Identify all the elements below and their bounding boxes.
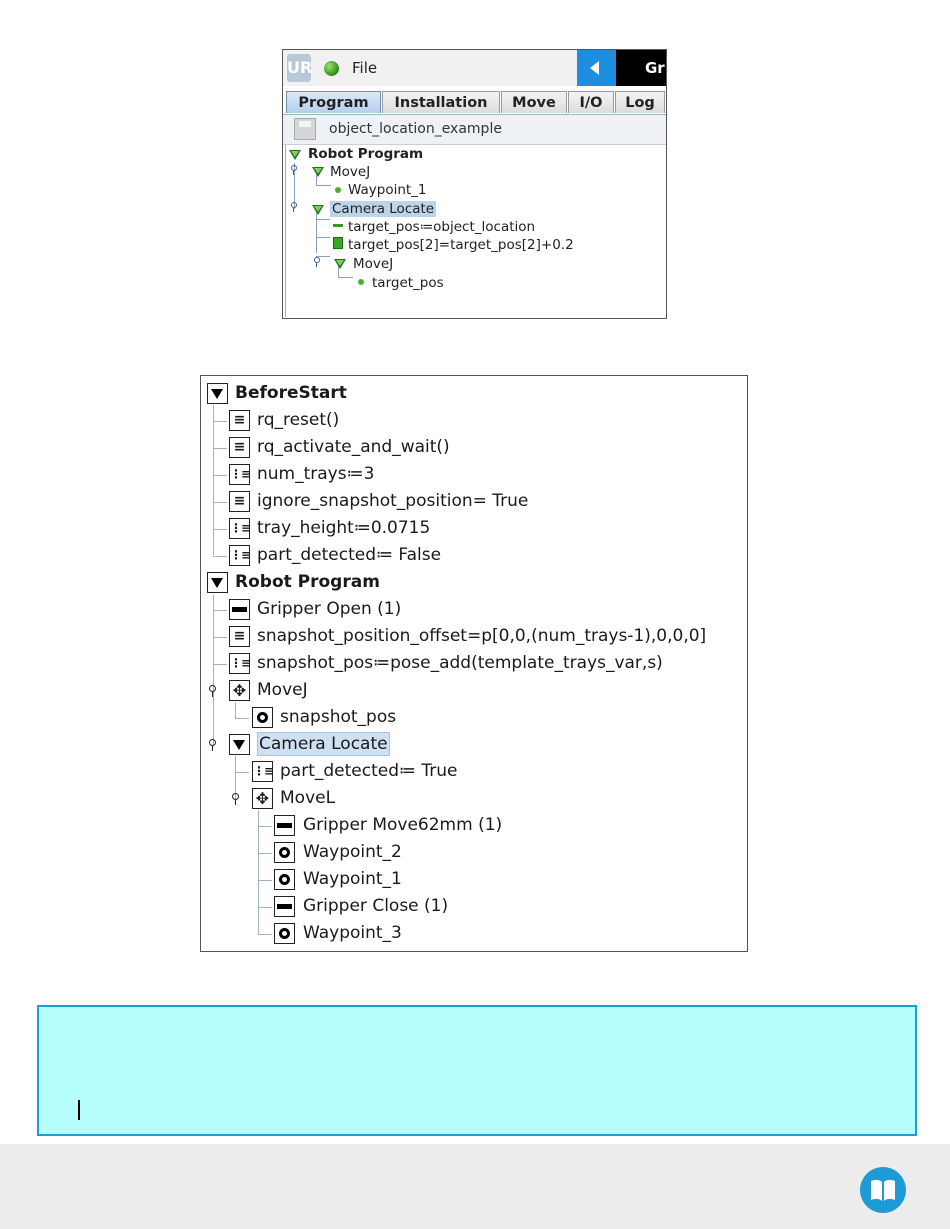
breakpoint-pin-icon[interactable] bbox=[291, 202, 297, 212]
ur-program-panel: UR File Gr Program Installation Move I/O… bbox=[282, 49, 667, 319]
save-disk-icon[interactable] bbox=[294, 118, 316, 140]
tree-item-assignment[interactable]: part_detected≔ False bbox=[257, 545, 442, 565]
page-footer bbox=[0, 1144, 950, 1229]
tree-item-waypoint[interactable]: Waypoint_2 bbox=[303, 842, 402, 862]
assignment-icon bbox=[229, 464, 250, 485]
tree-item-script[interactable]: target_pos[2]=target_pos[2]+0.2 bbox=[348, 237, 574, 253]
breakpoint-pin-icon[interactable] bbox=[314, 257, 320, 267]
script-icon bbox=[229, 410, 250, 431]
script-icon bbox=[229, 491, 250, 512]
gripper-icon bbox=[229, 599, 250, 620]
tab-bar: Program Installation Move I/O Log bbox=[283, 86, 666, 115]
book-icon[interactable] bbox=[860, 1167, 906, 1213]
waypoint-icon bbox=[358, 279, 364, 285]
tab-log[interactable]: Log bbox=[615, 91, 665, 113]
globe-icon bbox=[324, 61, 339, 76]
script-icon bbox=[229, 626, 250, 647]
ur-top-bar: UR File Gr bbox=[283, 50, 666, 86]
tree-item-movej[interactable]: MoveJ bbox=[257, 680, 308, 700]
assignment-icon bbox=[252, 761, 273, 782]
tree-item-waypoint[interactable]: Waypoint_1 bbox=[348, 182, 427, 198]
tab-program[interactable]: Program bbox=[286, 91, 381, 113]
tree-item-waypoint[interactable]: Waypoint_1 bbox=[303, 869, 402, 889]
file-menu[interactable]: File bbox=[352, 59, 378, 77]
waypoint-icon bbox=[274, 869, 295, 890]
assignment-icon bbox=[229, 518, 250, 539]
tree-item-movej[interactable]: MoveJ bbox=[353, 256, 394, 272]
tree-item-movej[interactable]: MoveJ bbox=[330, 164, 371, 180]
move-icon bbox=[252, 788, 273, 809]
waypoint-icon bbox=[252, 707, 273, 728]
assignment-icon bbox=[229, 653, 250, 674]
gripper-icon bbox=[274, 815, 295, 836]
tree-item-assignment[interactable]: num_trays≔3 bbox=[257, 464, 375, 484]
tree-item-robot-program[interactable]: Robot Program bbox=[308, 146, 424, 162]
tree-item-gripper[interactable]: Gripper Open (1) bbox=[257, 599, 402, 619]
header-right-label: Gr bbox=[616, 50, 666, 86]
gripper-icon bbox=[274, 896, 295, 917]
move-icon bbox=[229, 680, 250, 701]
tree-item-camera-locate[interactable]: Camera Locate bbox=[330, 201, 437, 217]
collapse-triangle-icon[interactable] bbox=[229, 734, 250, 755]
ur-program-tree: Robot Program MoveJ Waypoint_1 Camera Lo… bbox=[285, 145, 665, 317]
program-name: object_location_example bbox=[329, 121, 502, 137]
waypoint-icon bbox=[274, 842, 295, 863]
tree-item-script[interactable]: rq_reset() bbox=[257, 410, 340, 430]
script-icon bbox=[333, 237, 343, 249]
tree-item-assignment[interactable]: tray_height≔0.0715 bbox=[257, 518, 431, 538]
tree-item-script[interactable]: ignore_snapshot_position= True bbox=[257, 491, 529, 511]
collapse-triangle-icon[interactable] bbox=[312, 167, 324, 177]
tree-item-script[interactable]: snapshot_position_offset=p[0,0,(num_tray… bbox=[257, 626, 707, 646]
collapse-triangle-icon[interactable] bbox=[312, 205, 324, 215]
collapse-triangle-icon[interactable] bbox=[207, 383, 228, 404]
tree-item-waypoint[interactable]: snapshot_pos bbox=[280, 707, 397, 727]
tree-item-waypoint[interactable]: target_pos bbox=[372, 275, 444, 291]
info-callout-box bbox=[37, 1005, 917, 1136]
tree-item-assignment[interactable]: part_detected≔ True bbox=[280, 761, 458, 781]
tree-item-movel[interactable]: MoveL bbox=[280, 788, 336, 808]
tree-item-robot-program[interactable]: Robot Program bbox=[235, 572, 380, 592]
tab-installation[interactable]: Installation bbox=[382, 91, 500, 113]
collapse-triangle-icon[interactable] bbox=[334, 259, 346, 269]
tree-item-camera-locate[interactable]: Camera Locate bbox=[257, 732, 390, 756]
assignment-icon bbox=[333, 224, 343, 227]
tree-item-gripper[interactable]: Gripper Close (1) bbox=[303, 896, 449, 916]
ur-logo: UR bbox=[287, 54, 312, 82]
tree-item-beforestart[interactable]: BeforeStart bbox=[235, 383, 347, 403]
collapse-triangle-icon[interactable] bbox=[289, 150, 301, 160]
program-file-bar: object_location_example bbox=[283, 115, 666, 145]
script-icon bbox=[229, 437, 250, 458]
text-cursor bbox=[78, 1100, 80, 1120]
tree-item-assignment[interactable]: snapshot_pos≔pose_add(template_trays_var… bbox=[257, 653, 663, 673]
back-button[interactable] bbox=[577, 50, 616, 86]
breakpoint-pin-icon[interactable] bbox=[291, 165, 297, 175]
tree-item-waypoint[interactable]: Waypoint_3 bbox=[303, 923, 402, 943]
waypoint-icon bbox=[335, 187, 341, 193]
tab-move[interactable]: Move bbox=[501, 91, 567, 113]
tree-item-script[interactable]: rq_activate_and_wait() bbox=[257, 437, 450, 457]
arrow-left-icon bbox=[590, 61, 599, 75]
tree-item-gripper[interactable]: Gripper Move62mm (1) bbox=[303, 815, 503, 835]
tree-item-assignment[interactable]: target_pos≔object_location bbox=[348, 219, 536, 235]
waypoint-icon bbox=[274, 923, 295, 944]
program-tree-panel: BeforeStart rq_reset() rq_activate_and_w… bbox=[200, 375, 748, 952]
breakpoint-pin-icon[interactable] bbox=[209, 739, 216, 751]
assignment-icon bbox=[229, 545, 250, 566]
breakpoint-pin-icon[interactable] bbox=[209, 685, 216, 697]
collapse-triangle-icon[interactable] bbox=[207, 572, 228, 593]
breakpoint-pin-icon[interactable] bbox=[232, 793, 239, 805]
tab-io[interactable]: I/O bbox=[568, 91, 614, 113]
